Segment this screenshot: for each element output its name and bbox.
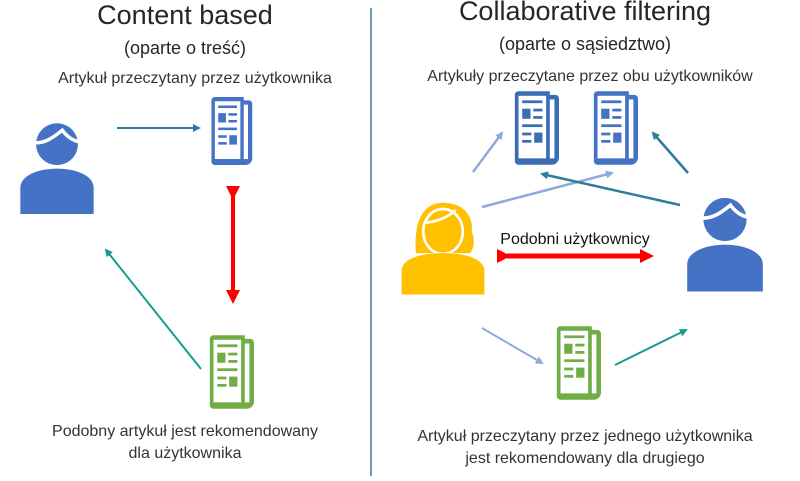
recommended-article-icon <box>556 326 601 400</box>
article-read-icon <box>211 97 253 165</box>
article-recommended-icon <box>209 335 254 409</box>
left-title: Content based <box>97 0 273 30</box>
right-subtitle: (oparte o sąsiedztwo) <box>498 34 672 54</box>
left-top-caption: Artykuł przeczytany przez użytkownika <box>58 70 332 87</box>
arrow-female-to-article-1 <box>471 131 504 173</box>
similar-users-label: Podobni użytkownicy <box>500 231 650 248</box>
arrow-female-to-article-2 <box>481 170 614 209</box>
right-top-caption: Artykuły przeczytane przez obu użytkowni… <box>427 68 753 85</box>
shared-article-icon-2 <box>593 91 638 165</box>
user-icon <box>18 121 96 214</box>
arrow-recommended-to-male <box>614 329 688 366</box>
arrow-male-to-article-1 <box>540 171 681 207</box>
left-bottom-caption-2: dla użytkownika <box>128 445 242 462</box>
arrow-female-to-recommended <box>481 327 544 365</box>
right-bottom-caption-1: Artykuł przeczytany przez jednego użytko… <box>417 428 753 445</box>
right-bottom-caption-2: jest rekomendowany dla drugiego <box>465 450 705 467</box>
left-bottom-caption-1: Podobny artykuł jest rekomendowany <box>52 423 318 440</box>
left-subtitle: (oparte o treść) <box>123 38 247 58</box>
arrow-male-to-article-2 <box>651 131 689 174</box>
female-user-icon <box>400 201 486 296</box>
right-title: Collaborative filtering <box>458 0 712 26</box>
arrow-recommend-to-user <box>104 248 202 370</box>
male-user-icon <box>685 196 765 294</box>
shared-article-icon-1 <box>514 91 559 165</box>
